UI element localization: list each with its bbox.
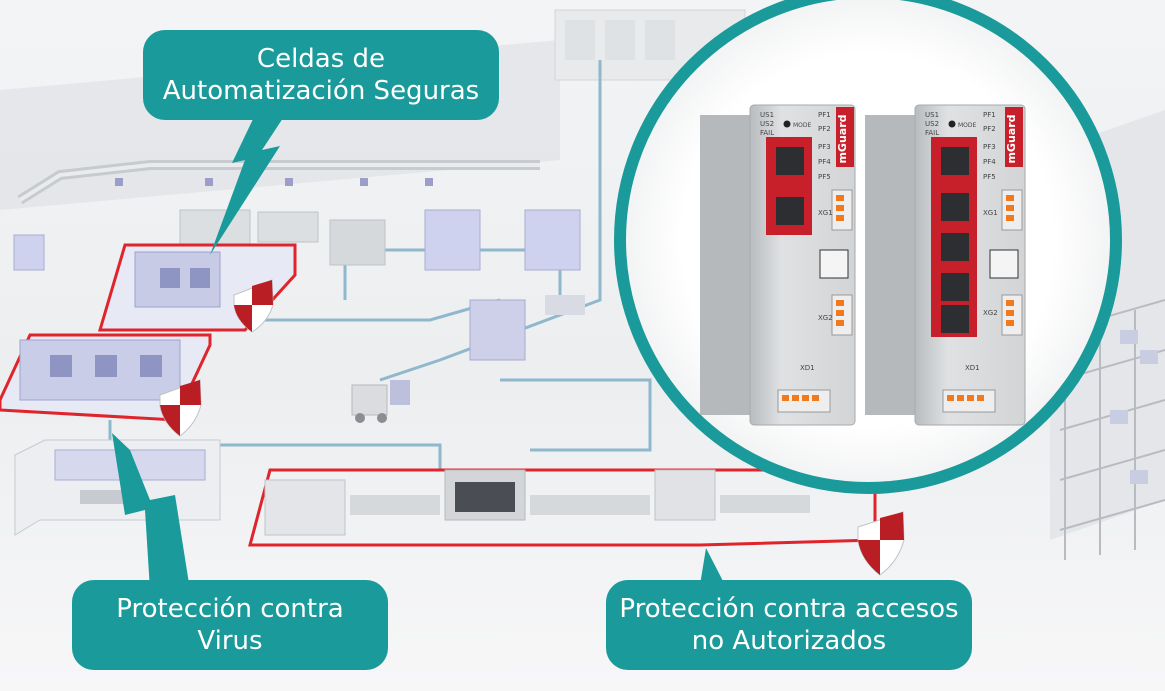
shield-icon bbox=[233, 279, 274, 333]
led-label: PF1 bbox=[983, 111, 996, 119]
ethernet-port bbox=[941, 273, 969, 301]
callout-pointer-access bbox=[700, 548, 725, 585]
port-label: XD1 bbox=[965, 364, 980, 372]
led-label: PF5 bbox=[818, 173, 831, 181]
led-label: PF2 bbox=[818, 125, 831, 133]
callout-pointer-cells bbox=[210, 115, 285, 255]
callout-virus-protection: Protección contra Virus bbox=[72, 580, 388, 670]
shield-icon bbox=[857, 511, 905, 576]
brand-logo: mGuard bbox=[836, 114, 849, 163]
ethernet-port bbox=[776, 197, 804, 225]
ethernet-port bbox=[941, 305, 969, 333]
ethernet-port bbox=[941, 233, 969, 261]
mguard-device-left: mGuard US1 US2 FAIL MODE PF1 PF2 PF3 PF4… bbox=[700, 104, 856, 426]
port-label: XD1 bbox=[800, 364, 815, 372]
callout-secure-cells: Celdas de Automatización Seguras bbox=[143, 30, 499, 120]
mode-label: MODE bbox=[793, 122, 812, 129]
port-label: XG1 bbox=[818, 209, 833, 217]
led-label: FAIL bbox=[760, 129, 774, 137]
led-label: PF3 bbox=[818, 143, 831, 151]
brand-logo: mGuard bbox=[1005, 114, 1018, 163]
conveyor-line bbox=[17, 160, 540, 205]
port-label: XG2 bbox=[818, 314, 833, 322]
ethernet-port bbox=[941, 193, 969, 221]
callout-pointer-virus bbox=[112, 433, 190, 590]
rack-boxes bbox=[1110, 330, 1158, 484]
device-logo-icon bbox=[989, 249, 1019, 279]
mguard-device-right: mGuard US1 US2 FAIL MODE PF1 PF2 PF3 PF4… bbox=[865, 104, 1026, 426]
led-label: PF5 bbox=[983, 173, 996, 181]
led-label: PF2 bbox=[983, 125, 996, 133]
led-label: PF4 bbox=[818, 158, 831, 166]
led-label: US1 bbox=[925, 111, 939, 119]
secure-production-line bbox=[248, 468, 877, 547]
mguard-devices: mGuard US1 US2 FAIL MODE PF1 PF2 PF3 PF4… bbox=[700, 104, 1026, 426]
port-label: XG1 bbox=[983, 209, 998, 217]
mode-label: MODE bbox=[958, 122, 977, 129]
led-label: PF3 bbox=[983, 143, 996, 151]
led-label: PF4 bbox=[983, 158, 996, 166]
ethernet-port bbox=[776, 147, 804, 175]
callout-unauthorized-access: Protección contra accesos no Autorizados bbox=[606, 580, 972, 670]
machines-upper bbox=[13, 209, 585, 361]
device-logo-icon bbox=[819, 249, 849, 279]
forklift bbox=[351, 380, 410, 423]
led-label: FAIL bbox=[925, 129, 939, 137]
shield-icon bbox=[159, 379, 202, 437]
ethernet-port bbox=[941, 147, 969, 175]
led-label: PF1 bbox=[818, 111, 831, 119]
led-label: US1 bbox=[760, 111, 774, 119]
led-label: US2 bbox=[925, 120, 939, 128]
port-label: XG2 bbox=[983, 309, 998, 317]
led-label: US2 bbox=[760, 120, 774, 128]
